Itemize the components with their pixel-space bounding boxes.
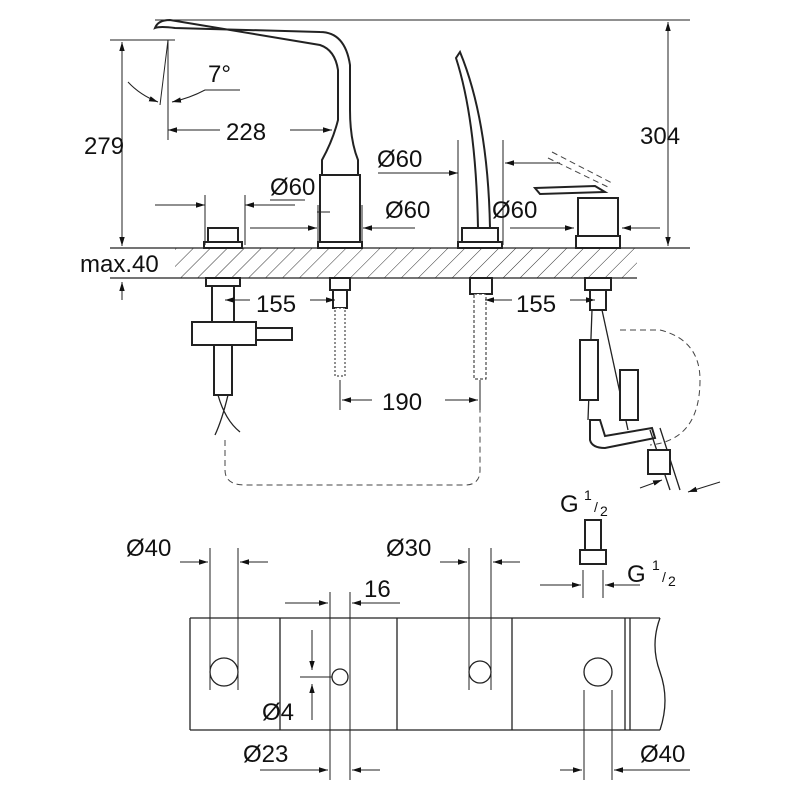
mid-hole-label: Ø30 xyxy=(386,535,431,562)
angle-label: 7° xyxy=(208,61,231,88)
thread-den: 2 xyxy=(600,503,608,519)
hose-connector-detail xyxy=(540,519,640,598)
reach-label: 228 xyxy=(226,119,266,146)
spout-height-label: 279 xyxy=(84,133,124,160)
pin-label: Ø4 xyxy=(262,699,294,726)
left-hole-label: Ø40 xyxy=(126,535,171,562)
dimension-lines xyxy=(110,22,721,493)
connection-thread-label: G 1 / 2 xyxy=(627,557,676,589)
deck-plan xyxy=(180,548,690,780)
total-height-label: 304 xyxy=(640,123,680,150)
soap-dispenser xyxy=(191,227,293,436)
right-hole-label: Ø40 xyxy=(640,741,685,768)
thread-slash: / xyxy=(662,569,666,585)
countertop xyxy=(110,247,690,279)
thread-den: 2 xyxy=(668,573,676,589)
thread-num: 1 xyxy=(584,487,592,503)
small-hole-label: Ø23 xyxy=(243,741,288,768)
hand-shower xyxy=(454,49,503,380)
right-spacing-label: 155 xyxy=(516,291,556,318)
thread-num: 1 xyxy=(652,557,660,573)
right-diameter-label: Ø60 xyxy=(492,197,537,224)
offset-label: 16 xyxy=(364,576,391,603)
hose-loop-left xyxy=(224,380,481,486)
hose-thread-label: G 1 / 2 xyxy=(560,487,608,519)
thread-g: G xyxy=(560,491,579,518)
deck-thickness-label: max.40 xyxy=(80,251,159,278)
left-spacing-label: 155 xyxy=(256,291,296,318)
thread-slash: / xyxy=(594,499,598,515)
mid-spacing-label: 190 xyxy=(382,389,422,416)
spout-faucet xyxy=(153,18,363,377)
left-diameter-label: Ø60 xyxy=(270,174,315,201)
hose-loop-right xyxy=(620,329,701,446)
mid-diameter-label: Ø60 xyxy=(385,197,430,224)
shower-diameter-label: Ø60 xyxy=(377,146,422,173)
thread-g: G xyxy=(627,561,646,588)
single-lever-mixer xyxy=(532,151,681,491)
